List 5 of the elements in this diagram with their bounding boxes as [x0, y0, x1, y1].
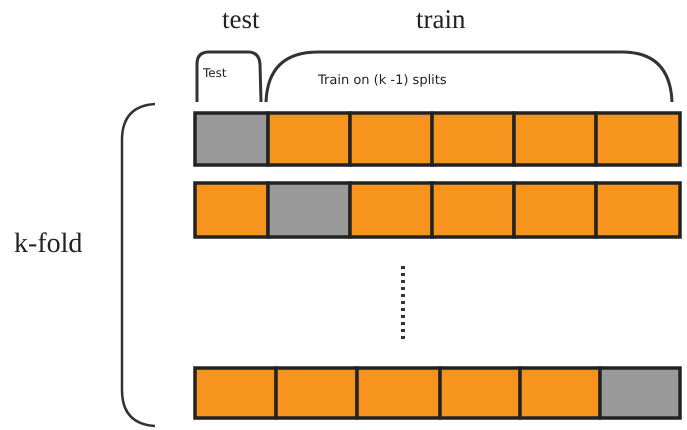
bracket-label: Train on (k -1) splits	[318, 73, 447, 88]
column-heading: train	[416, 4, 466, 35]
bracket-label: Test	[203, 66, 227, 80]
axis-label: k-fold	[14, 228, 82, 260]
column-heading: test	[222, 4, 260, 35]
